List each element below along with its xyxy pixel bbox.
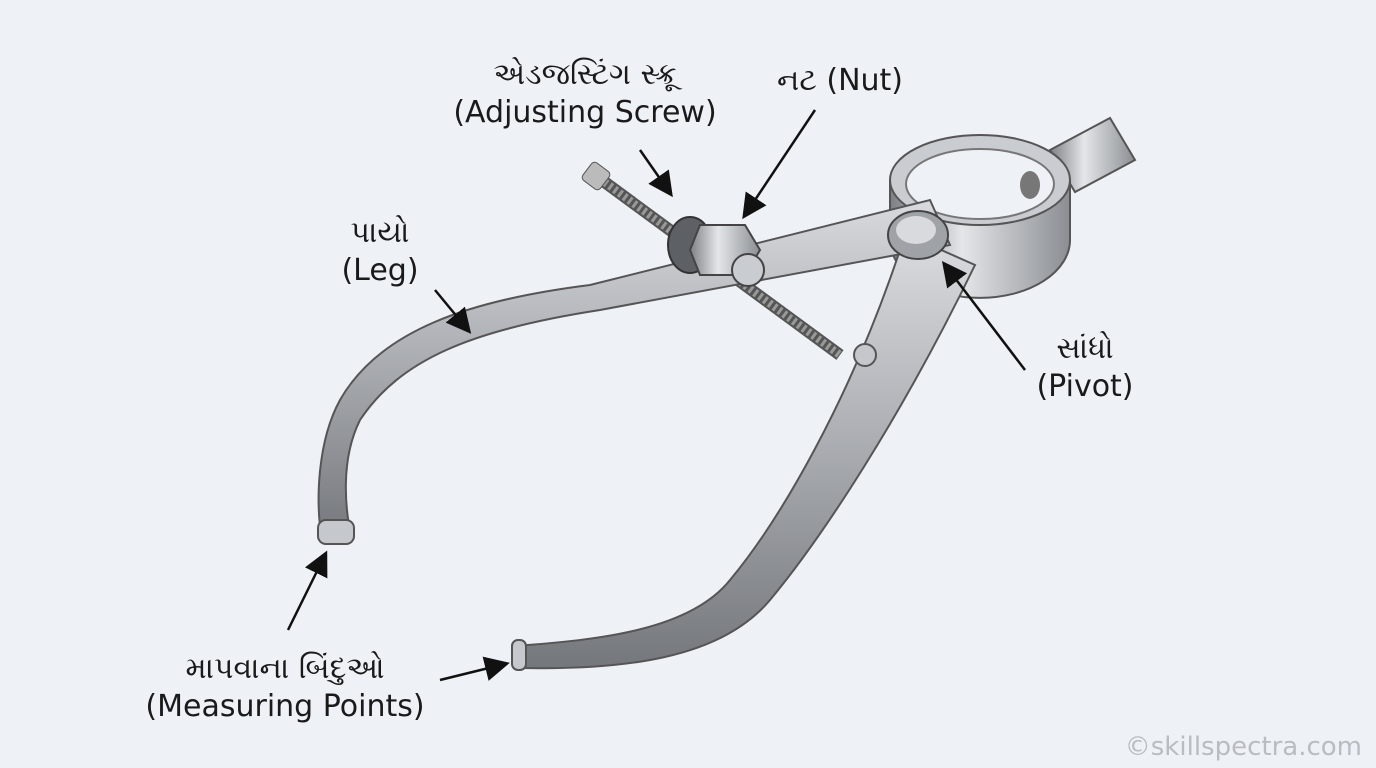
label-leg: પાયો (Leg) xyxy=(320,214,440,290)
arrow-pivot xyxy=(941,261,1026,371)
watermark: ©skillspectra.com xyxy=(1124,732,1362,762)
label-english: (Leg) xyxy=(341,253,419,288)
arrow-nut xyxy=(742,109,817,220)
arrow-measuring-point-2 xyxy=(439,656,510,682)
arrow-leg xyxy=(434,289,472,334)
label-pivot: સાંધો (Pivot) xyxy=(1020,330,1150,406)
label-english: (Nut) xyxy=(826,63,903,98)
label-english: (Pivot) xyxy=(1036,369,1134,404)
label-english: (Measuring Points) xyxy=(145,689,425,724)
nut xyxy=(667,216,765,287)
pivot-rivet xyxy=(887,210,949,260)
label-gujarati: પાયો xyxy=(350,215,410,250)
label-gujarati: એડજસ્ટિંગ સ્ક્રૂ xyxy=(493,57,677,92)
label-gujarati: સાંધો xyxy=(1056,331,1114,366)
upper-leg xyxy=(317,198,952,671)
arrow-adjusting-screw xyxy=(638,149,673,198)
label-gujarati: માપવાના બિંદુઓ xyxy=(185,651,385,686)
label-english: (Adjusting Screw) xyxy=(453,95,717,130)
arrow-measuring-point-1 xyxy=(286,550,328,631)
label-nut: નટ (Nut) xyxy=(770,62,910,100)
label-measuring-points: માપવાના બિંદુઓ (Measuring Points) xyxy=(130,650,440,726)
label-gujarati: નટ xyxy=(777,63,817,98)
label-adjusting-screw: એડજસ્ટિંગ સ્ક્રૂ (Adjusting Screw) xyxy=(440,56,730,132)
